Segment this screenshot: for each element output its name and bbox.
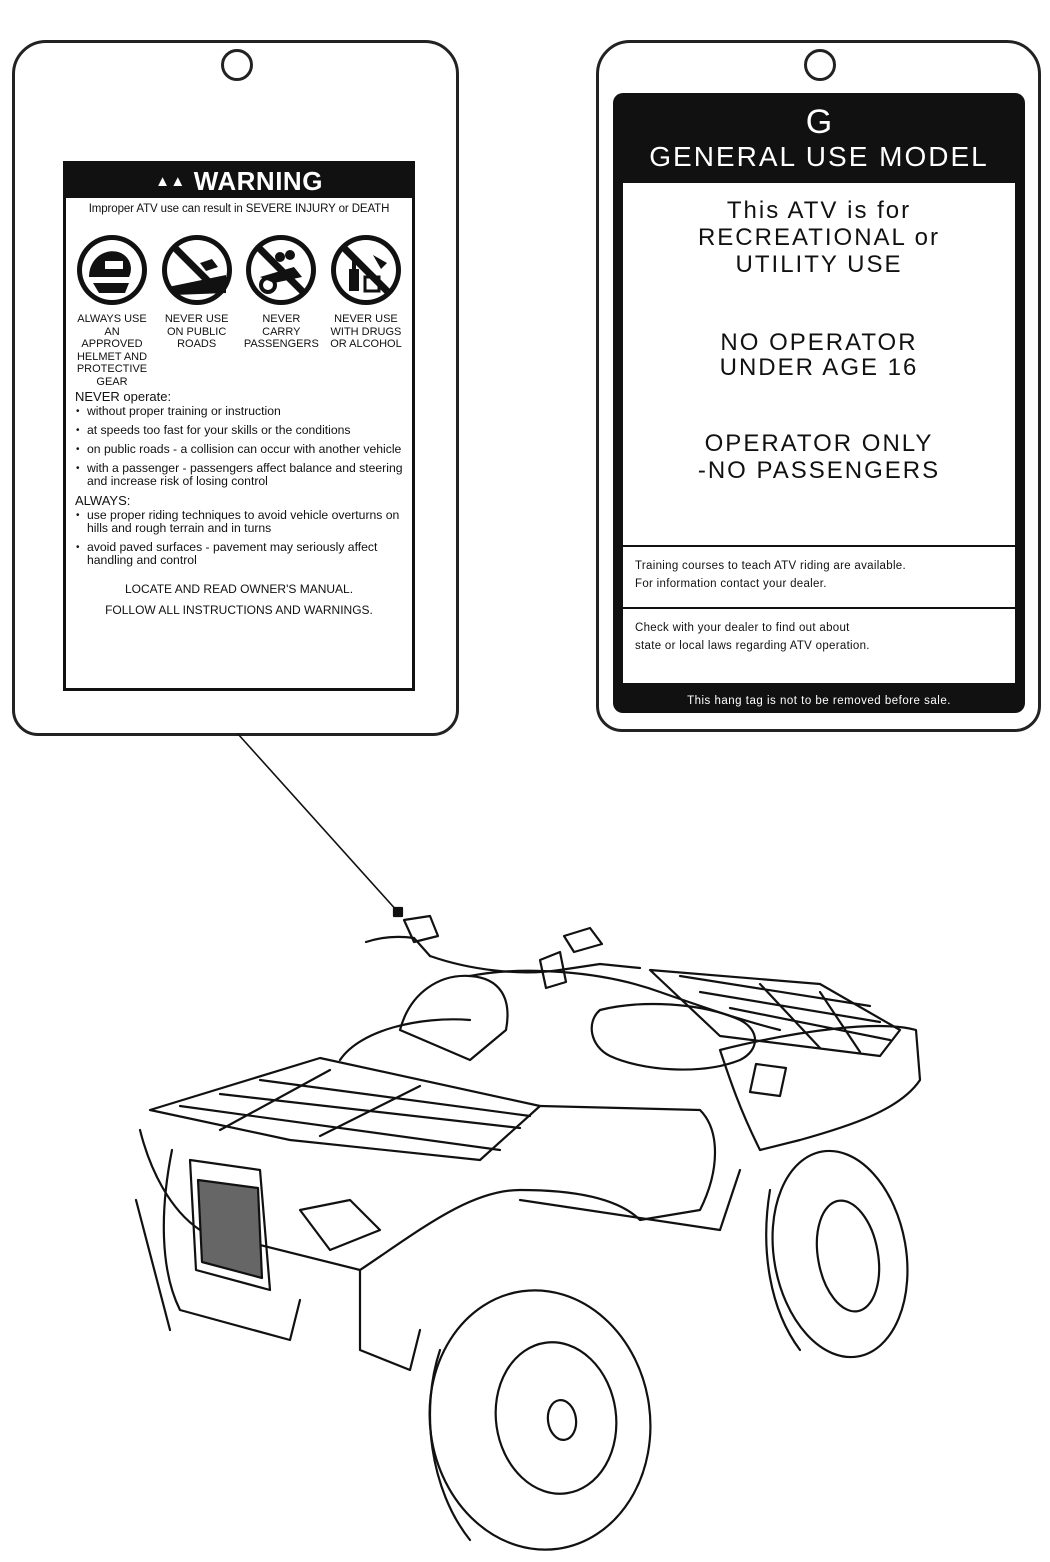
front-wheel-tire: [428, 1289, 652, 1551]
rear-fender: [718, 1024, 922, 1152]
never-item: without proper training or instruction: [75, 405, 403, 419]
never-heading: NEVER operate:: [75, 389, 172, 404]
use-line: RECREATIONAL or: [697, 224, 941, 251]
rear-rack-bar: [758, 982, 822, 1050]
rear-wheel-tire: [771, 1149, 909, 1359]
front-wheel-hub: [546, 1398, 578, 1442]
age-line: NO OPERATOR: [720, 329, 918, 356]
pictogram-caption: NEVER USE WITH DRUGS OR ALCOHOL: [330, 313, 402, 350]
model-letter: G: [805, 103, 833, 141]
general-use-hang-tag: G GENERAL USE MODEL This ATV is for RECR…: [596, 40, 1041, 732]
age-statement: NO OPERATOR UNDER AGE 16: [623, 330, 1015, 380]
warning-header: ▲▲ WARNING: [66, 164, 412, 198]
footrest-frame: [518, 1168, 742, 1232]
divider: [623, 545, 1015, 547]
front-grille-outline: [188, 1158, 272, 1292]
no-passengers-icon: [246, 235, 317, 305]
side-reflector: [748, 1062, 788, 1098]
front-rack-bar: [318, 1084, 422, 1138]
always-item: avoid paved surfaces - pavement may seri…: [75, 541, 403, 567]
front-grille-mesh: [196, 1178, 264, 1280]
tag-hole: [220, 49, 253, 81]
front-rack-bar: [178, 1104, 502, 1152]
front-tire-tread-line: [428, 1348, 472, 1542]
helmet-icon: [77, 235, 147, 305]
pictogram-no-roads: NEVER USE ON PUBLIC ROADS: [159, 233, 235, 388]
front-rack-bar: [218, 1068, 332, 1132]
pictogram-no-drugs: NEVER USE WITH DRUGS OR ALCOHOL: [328, 233, 404, 388]
passenger-line: OPERATOR ONLY: [704, 430, 934, 457]
tag-attachment-point: [392, 906, 404, 918]
front-body-line: [338, 1018, 472, 1062]
no-drugs-alcohol-icon: [330, 235, 401, 305]
left-grip-housing: [402, 914, 440, 944]
always-heading: ALWAYS:: [75, 493, 131, 508]
front-fender: [138, 1104, 716, 1272]
general-use-label: G GENERAL USE MODEL This ATV is for RECR…: [613, 93, 1025, 713]
right-mirror: [562, 926, 604, 954]
never-item: at speeds too fast for your skills or th…: [75, 424, 403, 438]
age-line: UNDER AGE 16: [719, 354, 919, 381]
passenger-statement: OPERATOR ONLY -NO PASSENGERS: [623, 430, 1015, 484]
atv-illustration: [134, 733, 922, 1551]
front-suspension: [358, 1268, 422, 1372]
hang-tag-note: This hang tag is not to be removed befor…: [687, 695, 951, 707]
footer-line: LOCATE AND READ OWNER'S MANUAL.: [124, 582, 354, 596]
use-statement: This ATV is for RECREATIONAL or UTILITY …: [623, 197, 1015, 278]
rear-wheel-hub: [815, 1199, 881, 1313]
headlight-cowl: [398, 974, 509, 1062]
laws-note: Check with your dealer to find out about…: [635, 622, 870, 652]
pictogram-caption: NEVER USE ON PUBLIC ROADS: [164, 313, 229, 350]
pictogram-caption: ALWAYS USE AN APPROVED HELMET AND PROTEC…: [76, 313, 148, 388]
tag-hole: [803, 49, 836, 81]
always-item: use proper riding techniques to avoid ve…: [75, 509, 403, 535]
pictogram-row: ALWAYS USE AN APPROVED HELMET AND PROTEC…: [66, 233, 412, 388]
general-use-panel: This ATV is for RECREATIONAL or UTILITY …: [623, 183, 1015, 683]
use-line: UTILITY USE: [735, 251, 903, 278]
pictogram-no-passengers: NEVER CARRY PASSENGERS: [243, 233, 319, 388]
front-bumper: [162, 1148, 302, 1342]
warning-body: NEVER operate: without proper training o…: [66, 390, 412, 621]
footer-line: FOLLOW ALL INSTRUCTIONS AND WARNINGS.: [105, 603, 373, 617]
rear-rack-bar: [678, 974, 872, 1008]
rear-rack-bar: [698, 990, 882, 1024]
training-note: Training courses to teach ATV riding are…: [635, 560, 906, 590]
pictogram-caption: NEVER CARRY PASSENGERS: [243, 313, 319, 350]
warning-subtitle: Improper ATV use can result in SEVERE IN…: [88, 203, 390, 215]
front-bumper-tube: [134, 1198, 172, 1332]
passenger-line: -NO PASSENGERS: [697, 457, 941, 484]
warning-footer: LOCATE AND READ OWNER'S MANUAL. FOLLOW A…: [75, 579, 403, 621]
warning-label: ▲▲ WARNING Improper ATV use can result i…: [63, 161, 415, 691]
front-wheel-rim: [494, 1341, 618, 1495]
pictogram-helmet: ALWAYS USE AN APPROVED HELMET AND PROTEC…: [74, 233, 150, 388]
model-title: GENERAL USE MODEL: [649, 141, 989, 172]
never-item: with a passenger - passengers affect bal…: [75, 462, 403, 488]
rear-rack-bar: [728, 1006, 892, 1042]
warning-hang-tag: ▲▲ WARNING Improper ATV use can result i…: [12, 40, 459, 736]
never-item: on public roads - a collision can occur …: [75, 443, 403, 457]
right-grip-housing: [538, 950, 568, 990]
rear-rack-frame: [648, 968, 902, 1058]
seat: [590, 1002, 756, 1071]
front-headlight: [298, 1198, 382, 1252]
handlebar-left: [364, 935, 432, 958]
fuel-tank-line: [468, 969, 782, 1032]
leader-line: [237, 733, 399, 913]
handlebar-right: [558, 962, 642, 972]
warning-triangle-icon: ▲▲: [155, 172, 186, 190]
rear-tire-tread-line: [765, 1188, 802, 1352]
front-rack-frame: [148, 1056, 542, 1162]
rear-rack-bar: [818, 990, 862, 1054]
no-public-roads-icon: [161, 235, 232, 305]
divider: [623, 607, 1015, 609]
use-line: This ATV is for: [726, 197, 912, 224]
